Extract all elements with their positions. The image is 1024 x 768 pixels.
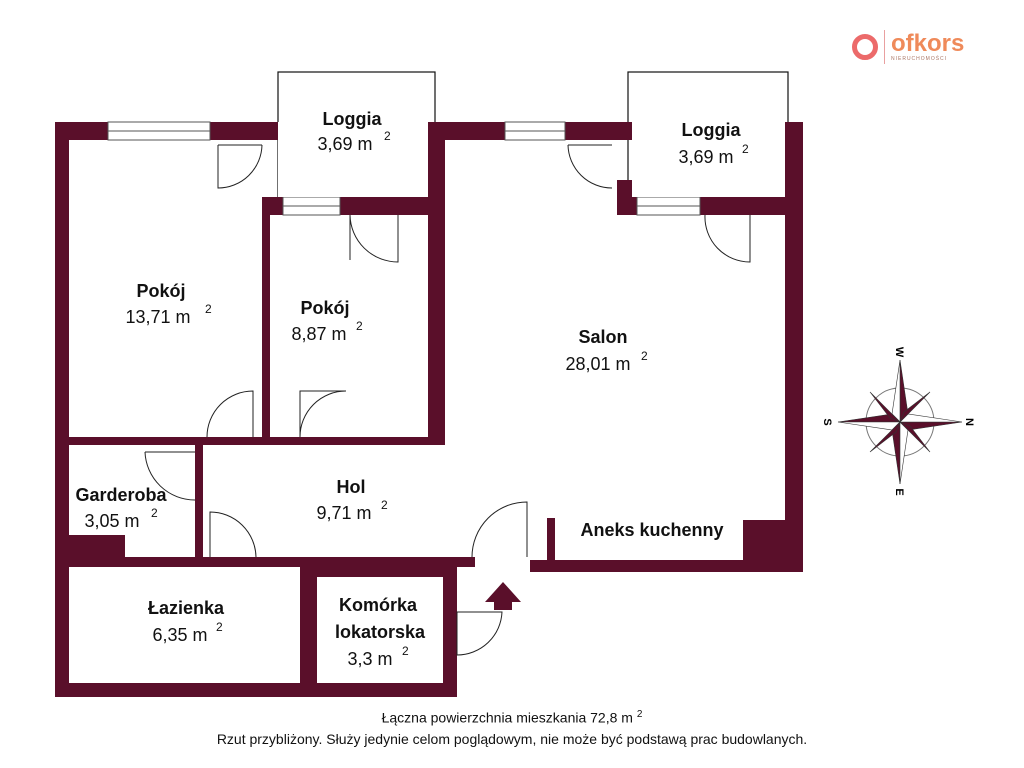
room-name: Pokój bbox=[300, 298, 349, 318]
room-area: 3,69 m bbox=[317, 134, 372, 154]
room-area: 13,71 m bbox=[125, 307, 190, 327]
area-unit-sup: 2 bbox=[356, 319, 363, 333]
doors bbox=[144, 144, 751, 656]
area-unit-sup: 2 bbox=[384, 129, 391, 143]
room-area: 3,05 m bbox=[84, 511, 139, 531]
windows bbox=[107, 121, 785, 216]
room-name: Loggia bbox=[323, 109, 383, 129]
room-area: 6,35 m bbox=[152, 625, 207, 645]
compass-e: E bbox=[893, 488, 905, 495]
room-name: Salon bbox=[578, 327, 627, 347]
area-unit-sup: 2 bbox=[205, 302, 212, 316]
total-area: Łączna powierzchnia mieszkania 72,8 m bbox=[381, 709, 633, 726]
area-unit-sup: 2 bbox=[402, 644, 409, 658]
room-area: 3,69 m bbox=[678, 147, 733, 167]
room-area: 28,01 m bbox=[565, 354, 630, 374]
compass-s: S bbox=[821, 418, 833, 425]
area-unit-sup: 2 bbox=[216, 620, 223, 634]
logo-brand: ofkors bbox=[891, 30, 965, 57]
kitchen-label: Aneks kuchenny bbox=[580, 520, 723, 540]
total-area-sup: 2 bbox=[636, 709, 643, 720]
logo-tagline: NIERUCHOMOŚCI bbox=[891, 56, 948, 62]
ofkors-logo: ofkors NIERUCHOMOŚCI bbox=[852, 30, 964, 64]
room-name: Komórka bbox=[339, 595, 418, 615]
area-unit-sup: 2 bbox=[151, 506, 158, 520]
logo-ring-icon bbox=[852, 34, 878, 60]
room-name: Loggia bbox=[682, 120, 742, 140]
compass-n: N bbox=[963, 418, 975, 426]
total-area-text: Łączna powierzchnia mieszkania 72,8 m 2 bbox=[0, 709, 1024, 726]
room-name: Hol bbox=[337, 477, 366, 497]
area-unit-sup: 2 bbox=[742, 142, 749, 156]
room-name: Pokój bbox=[136, 281, 185, 301]
room-name-line2: lokatorska bbox=[335, 622, 426, 642]
entrance-arrow-icon bbox=[485, 582, 521, 610]
disclaimer: Rzut przybliżony. Służy jedynie celom po… bbox=[216, 731, 808, 747]
room-name: Garderoba bbox=[75, 485, 167, 505]
area-unit-sup: 2 bbox=[641, 349, 648, 363]
room-area: 3,3 m bbox=[347, 649, 392, 669]
area-unit-sup: 2 bbox=[381, 498, 388, 512]
logo-divider bbox=[884, 30, 885, 64]
compass-rose-icon: W N E S bbox=[821, 347, 975, 496]
room-area: 8,87 m bbox=[291, 324, 346, 344]
compass-w: W bbox=[893, 347, 905, 358]
room-name: Łazienka bbox=[148, 598, 225, 618]
room-area: 9,71 m bbox=[316, 503, 371, 523]
